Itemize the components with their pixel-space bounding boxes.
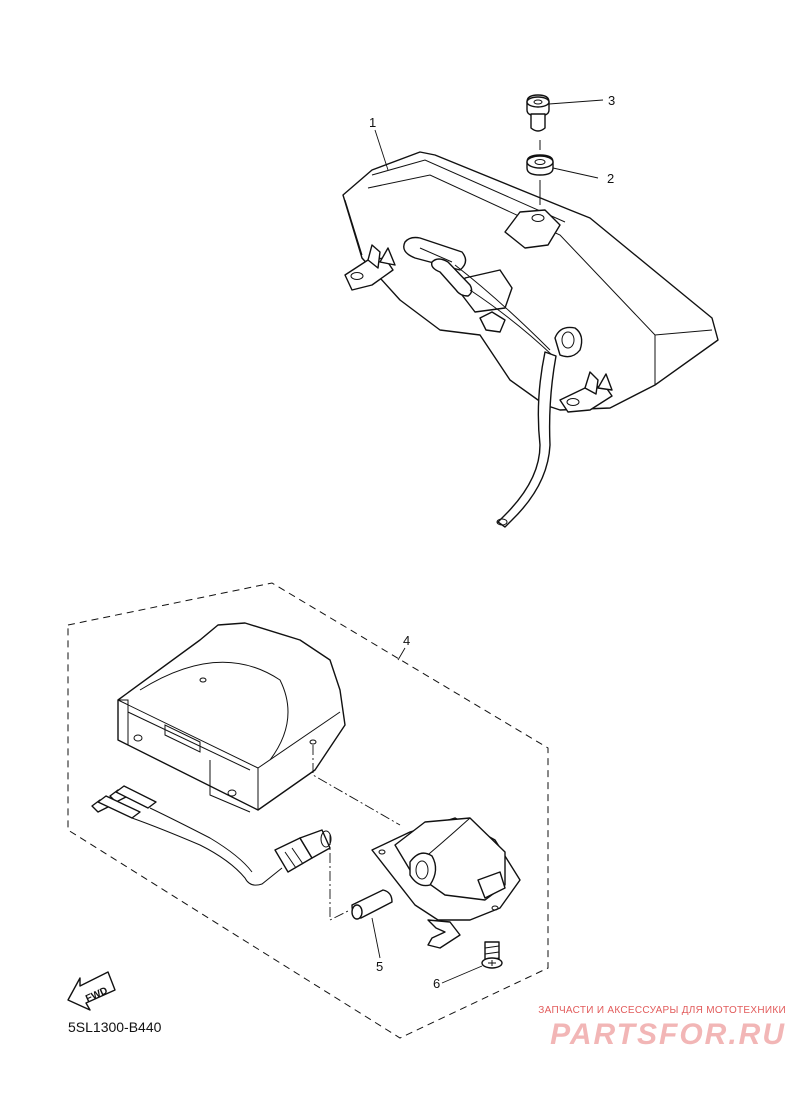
watermark-logo: PARTSFOR.RU bbox=[550, 1018, 786, 1051]
callout-2: 2 bbox=[607, 171, 614, 186]
callout-1: 1 bbox=[369, 115, 376, 130]
bulb-part bbox=[351, 889, 393, 920]
callout-6: 6 bbox=[433, 976, 440, 991]
collar-part bbox=[526, 154, 554, 176]
watermark: ЗАПЧАСТИ И АКСЕССУАРЫ ДЛЯ МОТОТЕХНИКИ PA… bbox=[486, 1005, 786, 1052]
taillight-assembly bbox=[342, 151, 719, 528]
watermark-tagline: ЗАПЧАСТИ И АКСЕССУАРЫ ДЛЯ МОТОТЕХНИКИ bbox=[538, 1005, 786, 1016]
callout-4: 4 bbox=[403, 633, 410, 648]
callout-5: 5 bbox=[376, 959, 383, 974]
license-light-base bbox=[371, 817, 521, 949]
fwd-arrow-icon: FWD bbox=[67, 971, 116, 1011]
screw-part bbox=[481, 941, 503, 969]
bolt-part bbox=[526, 94, 550, 132]
license-light-assy-boundary bbox=[67, 582, 549, 1039]
diagram-code: 5SL1300-B440 bbox=[68, 1019, 162, 1035]
license-light-housing bbox=[117, 622, 346, 813]
license-light-wiring bbox=[91, 785, 332, 886]
callout-3: 3 bbox=[608, 93, 615, 108]
